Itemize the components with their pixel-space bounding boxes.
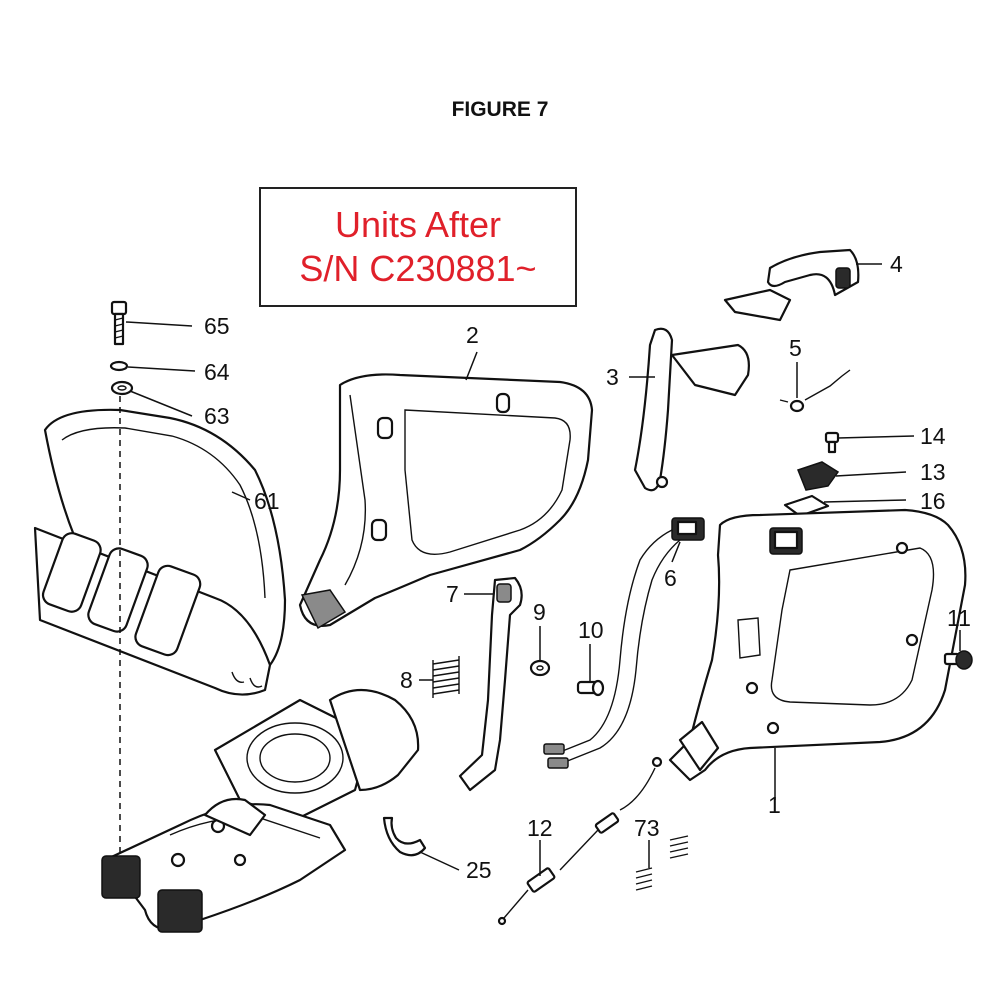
figure-title: FIGURE 7 [451,98,549,121]
part-4-lockout-lever [723,248,860,322]
callout-3: 3 [606,364,619,390]
part-1-right-housing [668,508,967,782]
callout-63: 63 [204,403,230,429]
part-3-trigger [633,327,750,492]
part-63-flat-washer [110,380,134,396]
part-61-hand-guard [33,408,287,696]
callout-12: 12 [527,815,553,841]
part-25-clip [382,816,427,857]
notice-line-2: S/N C230881~ [299,248,537,289]
callout-65: 65 [204,313,230,339]
callout-13: 13 [920,459,946,485]
part-14-screw [824,431,840,454]
part-7-link-rod [458,576,523,792]
part-5-spring-wire [804,369,851,401]
callout-64: 64 [204,359,230,385]
part-2-left-housing [298,373,594,630]
callout-14: 14 [920,423,946,449]
part-8-spring [432,656,460,698]
part-13-switch-cover [797,461,840,491]
part-11-bolt [943,650,973,670]
notice-line-1: Units After [334,204,502,245]
part-16-gasket [783,494,830,518]
serial-number-notice: Units After S/N C230881~ [259,187,577,307]
callout-10: 10 [578,617,604,643]
callout-4: 4 [890,251,903,277]
engine-mount-base [101,689,420,933]
callout-6: 6 [664,565,677,591]
part-73-springs [635,835,689,891]
part-65-bolt [110,300,128,346]
callout-73: 73 [634,815,660,841]
callout-1: 1 [768,792,781,818]
part-10-pin [576,679,605,697]
callout-2: 2 [466,322,479,348]
part-9-washer [529,659,551,677]
callout-61: 61 [254,488,280,514]
callout-9: 9 [533,599,546,625]
callout-16: 16 [920,488,946,514]
part-5-screw [779,399,805,413]
part-6-switch-harness [543,517,705,769]
part-12-throttle-cable [497,756,663,926]
callout-5: 5 [789,335,802,361]
callout-8: 8 [400,667,413,693]
part-64-lock-washer [109,360,129,372]
callout-11: 11 [947,605,971,631]
callout-25: 25 [466,857,492,883]
callout-7: 7 [446,581,459,607]
